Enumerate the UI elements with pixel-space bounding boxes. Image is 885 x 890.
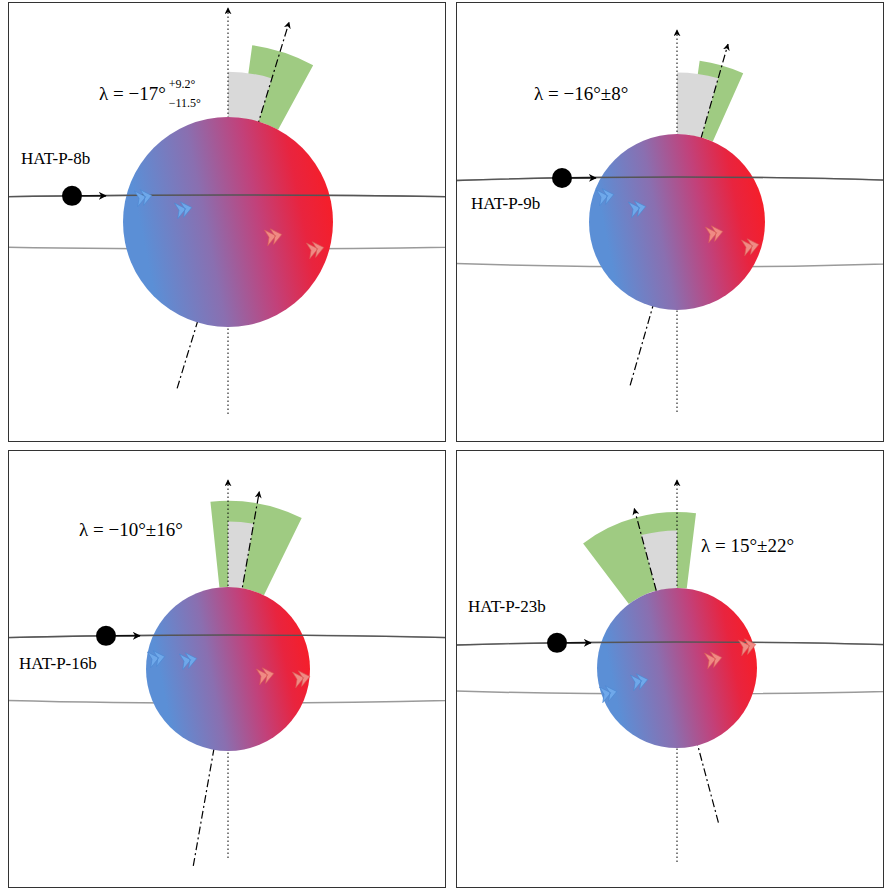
rotation-chevron [628,199,647,218]
rotation-chevron [306,240,325,259]
panel-frame [9,3,446,442]
panel-illustration [456,30,884,412]
rotation-chevron [292,669,311,688]
planet-motion-arrow [567,642,591,643]
angle-label: λ = −17° [98,84,167,105]
rotation-chevron [147,649,166,668]
orbit-front-arc [456,177,884,222]
rotation-chevron [179,651,198,670]
rotation-chevron [174,200,193,219]
angle-label: λ = −16°±8° [533,84,629,105]
rotation-chevron [596,187,615,206]
planet-name: HAT-P-16b [18,655,98,674]
panel-illustration [8,480,446,866]
planet-dot [552,168,572,188]
rotation-chevron [705,224,724,243]
rotation-chevron [741,237,760,256]
star-disk [589,134,765,310]
rotation-chevron [256,666,275,685]
rotation-chevron [738,637,757,656]
rotation-chevron [630,672,649,691]
angle-label: λ = 15°±22° [700,536,795,557]
star-disk [146,587,310,751]
panel-illustration [8,8,446,414]
planet-motion-arrow [116,635,140,636]
panel-illustration [456,480,884,862]
angle-subscript: −11.5° [168,97,202,110]
planet-motion-arrow [572,177,596,178]
angle-wedge [228,72,272,122]
angle-label: λ = −10°±16° [78,520,184,541]
rotation-chevron [599,684,618,703]
panel-frame [457,451,884,888]
planet-name: HAT-P-23b [467,598,547,617]
planet-name: HAT-P-9b [470,195,541,214]
star-disk [123,117,333,327]
angle-wedge [228,521,254,588]
angle-wedge [641,530,677,590]
planet-dot [62,186,82,206]
angle-wedge [677,72,718,137]
star-disk [597,588,757,748]
planet-dot [547,633,567,653]
orbit-front-arc [456,642,884,668]
panel-frame [457,3,884,442]
planet-motion-arrow [82,195,106,196]
angle-superscript: +9.2° [168,78,197,91]
rotation-chevron [704,650,723,669]
planet-dot [96,626,116,646]
panel-frame [9,451,446,888]
rotation-chevron [264,227,283,246]
rotation-chevron [134,188,153,207]
planet-name: HAT-P-8b [20,150,91,169]
uncertainty-wedge [210,501,301,595]
